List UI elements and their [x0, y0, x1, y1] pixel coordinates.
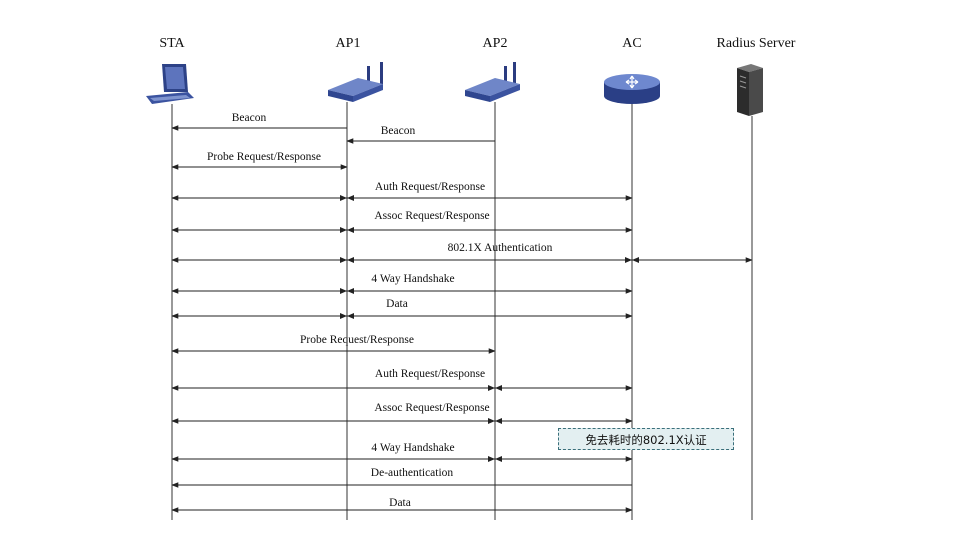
message-label: Probe Request/Response — [207, 151, 321, 163]
arrowhead — [488, 418, 495, 424]
message-label: Probe Request/Response — [300, 334, 414, 346]
message-label: Data — [386, 298, 408, 310]
arrowhead — [625, 257, 632, 263]
arrowhead — [488, 456, 495, 462]
message-label: 4 Way Handshake — [371, 442, 454, 454]
entity-label-radius: Radius Server — [716, 36, 796, 51]
arrowhead — [347, 227, 354, 233]
entity-label-ap2: AP2 — [482, 36, 508, 51]
message-label: 802.1X Authentication — [448, 242, 553, 254]
arrowhead — [340, 313, 347, 319]
laptop-icon — [146, 64, 194, 104]
arrowhead — [340, 257, 347, 263]
arrowhead — [340, 288, 347, 294]
entity-label-ac: AC — [622, 36, 642, 51]
arrowhead — [340, 227, 347, 233]
arrowhead — [495, 418, 502, 424]
message-label: Assoc Request/Response — [374, 210, 489, 222]
router-icon — [604, 74, 660, 104]
message-label: 4 Way Handshake — [371, 273, 454, 285]
message-label: Beacon — [232, 112, 267, 124]
arrowhead — [340, 195, 347, 201]
message-label: De-authentication — [371, 467, 454, 479]
arrowhead — [347, 195, 354, 201]
arrowhead — [495, 385, 502, 391]
skip-8021x-note: 免去耗时的802.1X认证 — [558, 428, 734, 450]
arrowhead — [347, 288, 354, 294]
arrowhead — [347, 313, 354, 319]
access-point-icon — [465, 62, 520, 102]
arrowhead — [347, 257, 354, 263]
arrowhead — [632, 257, 639, 263]
arrowhead — [495, 456, 502, 462]
entity-label-ap1: AP1 — [335, 36, 361, 51]
message-label: Data — [389, 497, 411, 509]
message-label: Assoc Request/Response — [374, 402, 489, 414]
message-label: Auth Request/Response — [375, 181, 485, 193]
entity-label-sta: STA — [159, 36, 185, 51]
server-icon — [737, 64, 763, 116]
arrowhead — [488, 385, 495, 391]
access-point-icon — [328, 62, 383, 102]
message-label: Beacon — [381, 125, 416, 137]
message-label: Auth Request/Response — [375, 368, 485, 380]
